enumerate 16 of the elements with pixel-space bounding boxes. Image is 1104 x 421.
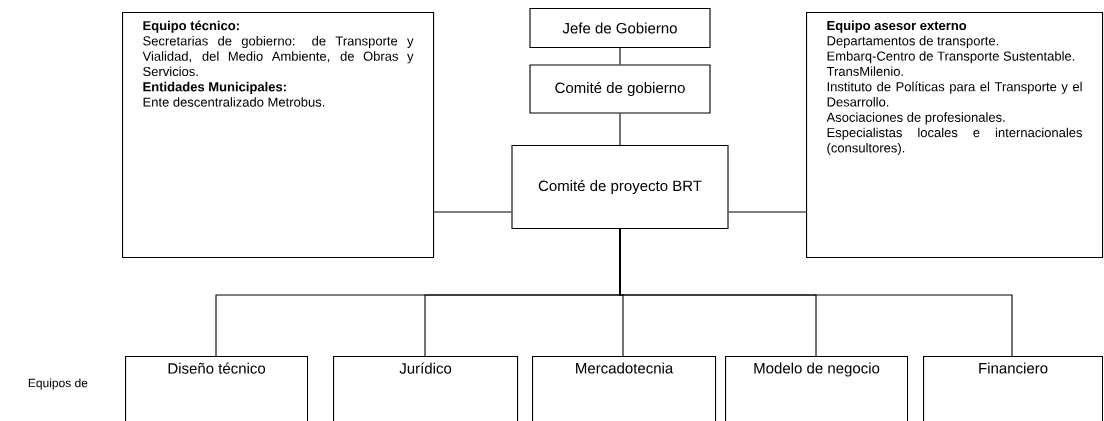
connector-line <box>619 47 621 65</box>
team-box: Financiero <box>923 356 1104 421</box>
connector-line <box>619 228 1013 357</box>
org-box: Jefe de Gobierno <box>529 7 711 49</box>
connector-line <box>619 113 621 146</box>
team-box: Modelo de negocio <box>725 356 909 421</box>
team-box: Diseño técnico <box>125 356 309 421</box>
team-box: Mercadotecnia <box>532 356 717 421</box>
org-box: Comité de gobierno <box>529 64 711 114</box>
connector-line <box>728 211 807 213</box>
text-box: Equipo técnico: Secretarias de gobierno: de Transporte y Vialidad, del Medio Ambiente, de Obras y Servicios. Entidades Municipales: Ente descentralizado Metrobus. <box>122 12 435 259</box>
connector-line <box>433 211 512 213</box>
org-box: Comité de proyecto BRT <box>511 144 729 230</box>
side-label: Equipos de <box>28 378 88 390</box>
team-box: Jurídico <box>333 356 519 421</box>
text-box: Equipo asesor externo Departamentos de transporte. Embarq-Centro de Transporte Sustentable. TransMilenio. Instituto de Políticas para el Transporte y el Desarrollo. Asociaciones de profesionales. Especialistas locales e internacionales (consultores). <box>806 12 1104 259</box>
